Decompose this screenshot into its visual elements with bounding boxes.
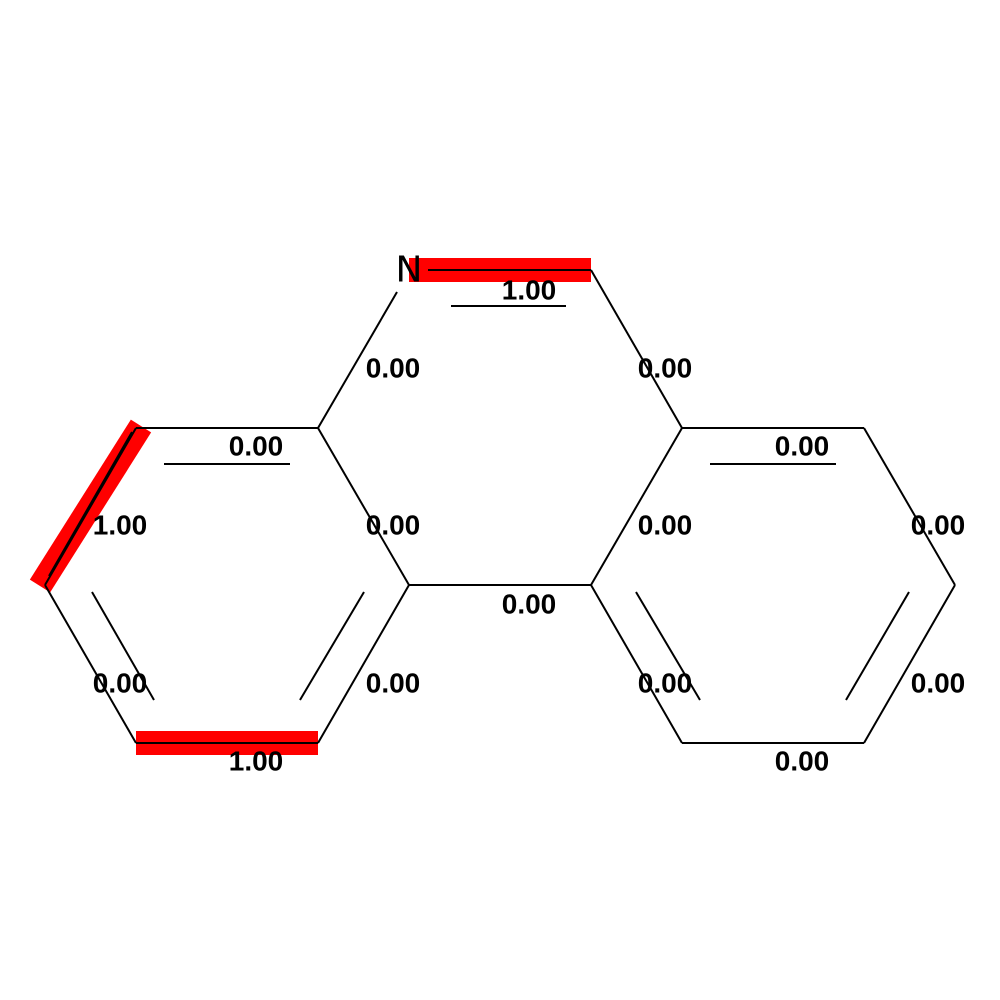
bond-layer — [44, 269, 956, 744]
bond-b6 — [863, 427, 956, 586]
bond-label-b2: 0.00 — [366, 353, 421, 384]
bond-b13-inner — [299, 591, 365, 701]
bond-b10 — [863, 584, 956, 744]
bond-label-b12: 0.00 — [93, 668, 148, 699]
bond-label-b7: 1.00 — [93, 510, 148, 541]
atom-layer: N — [396, 250, 423, 291]
bond-b10-inner — [845, 591, 910, 701]
bond-label-b9: 0.00 — [638, 510, 693, 541]
bond-label-b4: 0.00 — [229, 431, 284, 462]
bond-b12-inner — [91, 591, 155, 701]
bond-label-b3: 0.00 — [638, 353, 693, 384]
bond-label-b15: 0.00 — [638, 668, 693, 699]
bond-label-b6: 0.00 — [911, 510, 966, 541]
bond-label-b14: 1.00 — [229, 746, 284, 777]
bond-b2 — [317, 291, 398, 429]
bond-label-b8: 0.00 — [366, 510, 421, 541]
bond-b13 — [317, 584, 410, 744]
bond-label-b10: 0.00 — [911, 668, 966, 699]
bond-b9 — [590, 427, 683, 586]
bond-label-layer: 1.00 0.00 0.00 0.00 0.00 0.00 1.00 0.00 … — [93, 275, 966, 777]
bond-label-b11: 0.00 — [502, 589, 557, 620]
bond-b7 — [44, 427, 137, 586]
bond-b3 — [590, 269, 683, 429]
bond-b8 — [317, 427, 410, 586]
bond-b7-inner — [48, 431, 133, 577]
bond-b15-inner — [635, 591, 701, 701]
bond-label-b16: 0.00 — [775, 746, 830, 777]
bond-label-b1: 1.00 — [502, 275, 557, 306]
bond-b15 — [590, 584, 683, 744]
bond-label-b5: 0.00 — [775, 431, 830, 462]
bond-label-b13: 0.00 — [366, 668, 421, 699]
bond-b12 — [44, 584, 137, 744]
atom-label-nitrogen: N — [396, 250, 423, 291]
